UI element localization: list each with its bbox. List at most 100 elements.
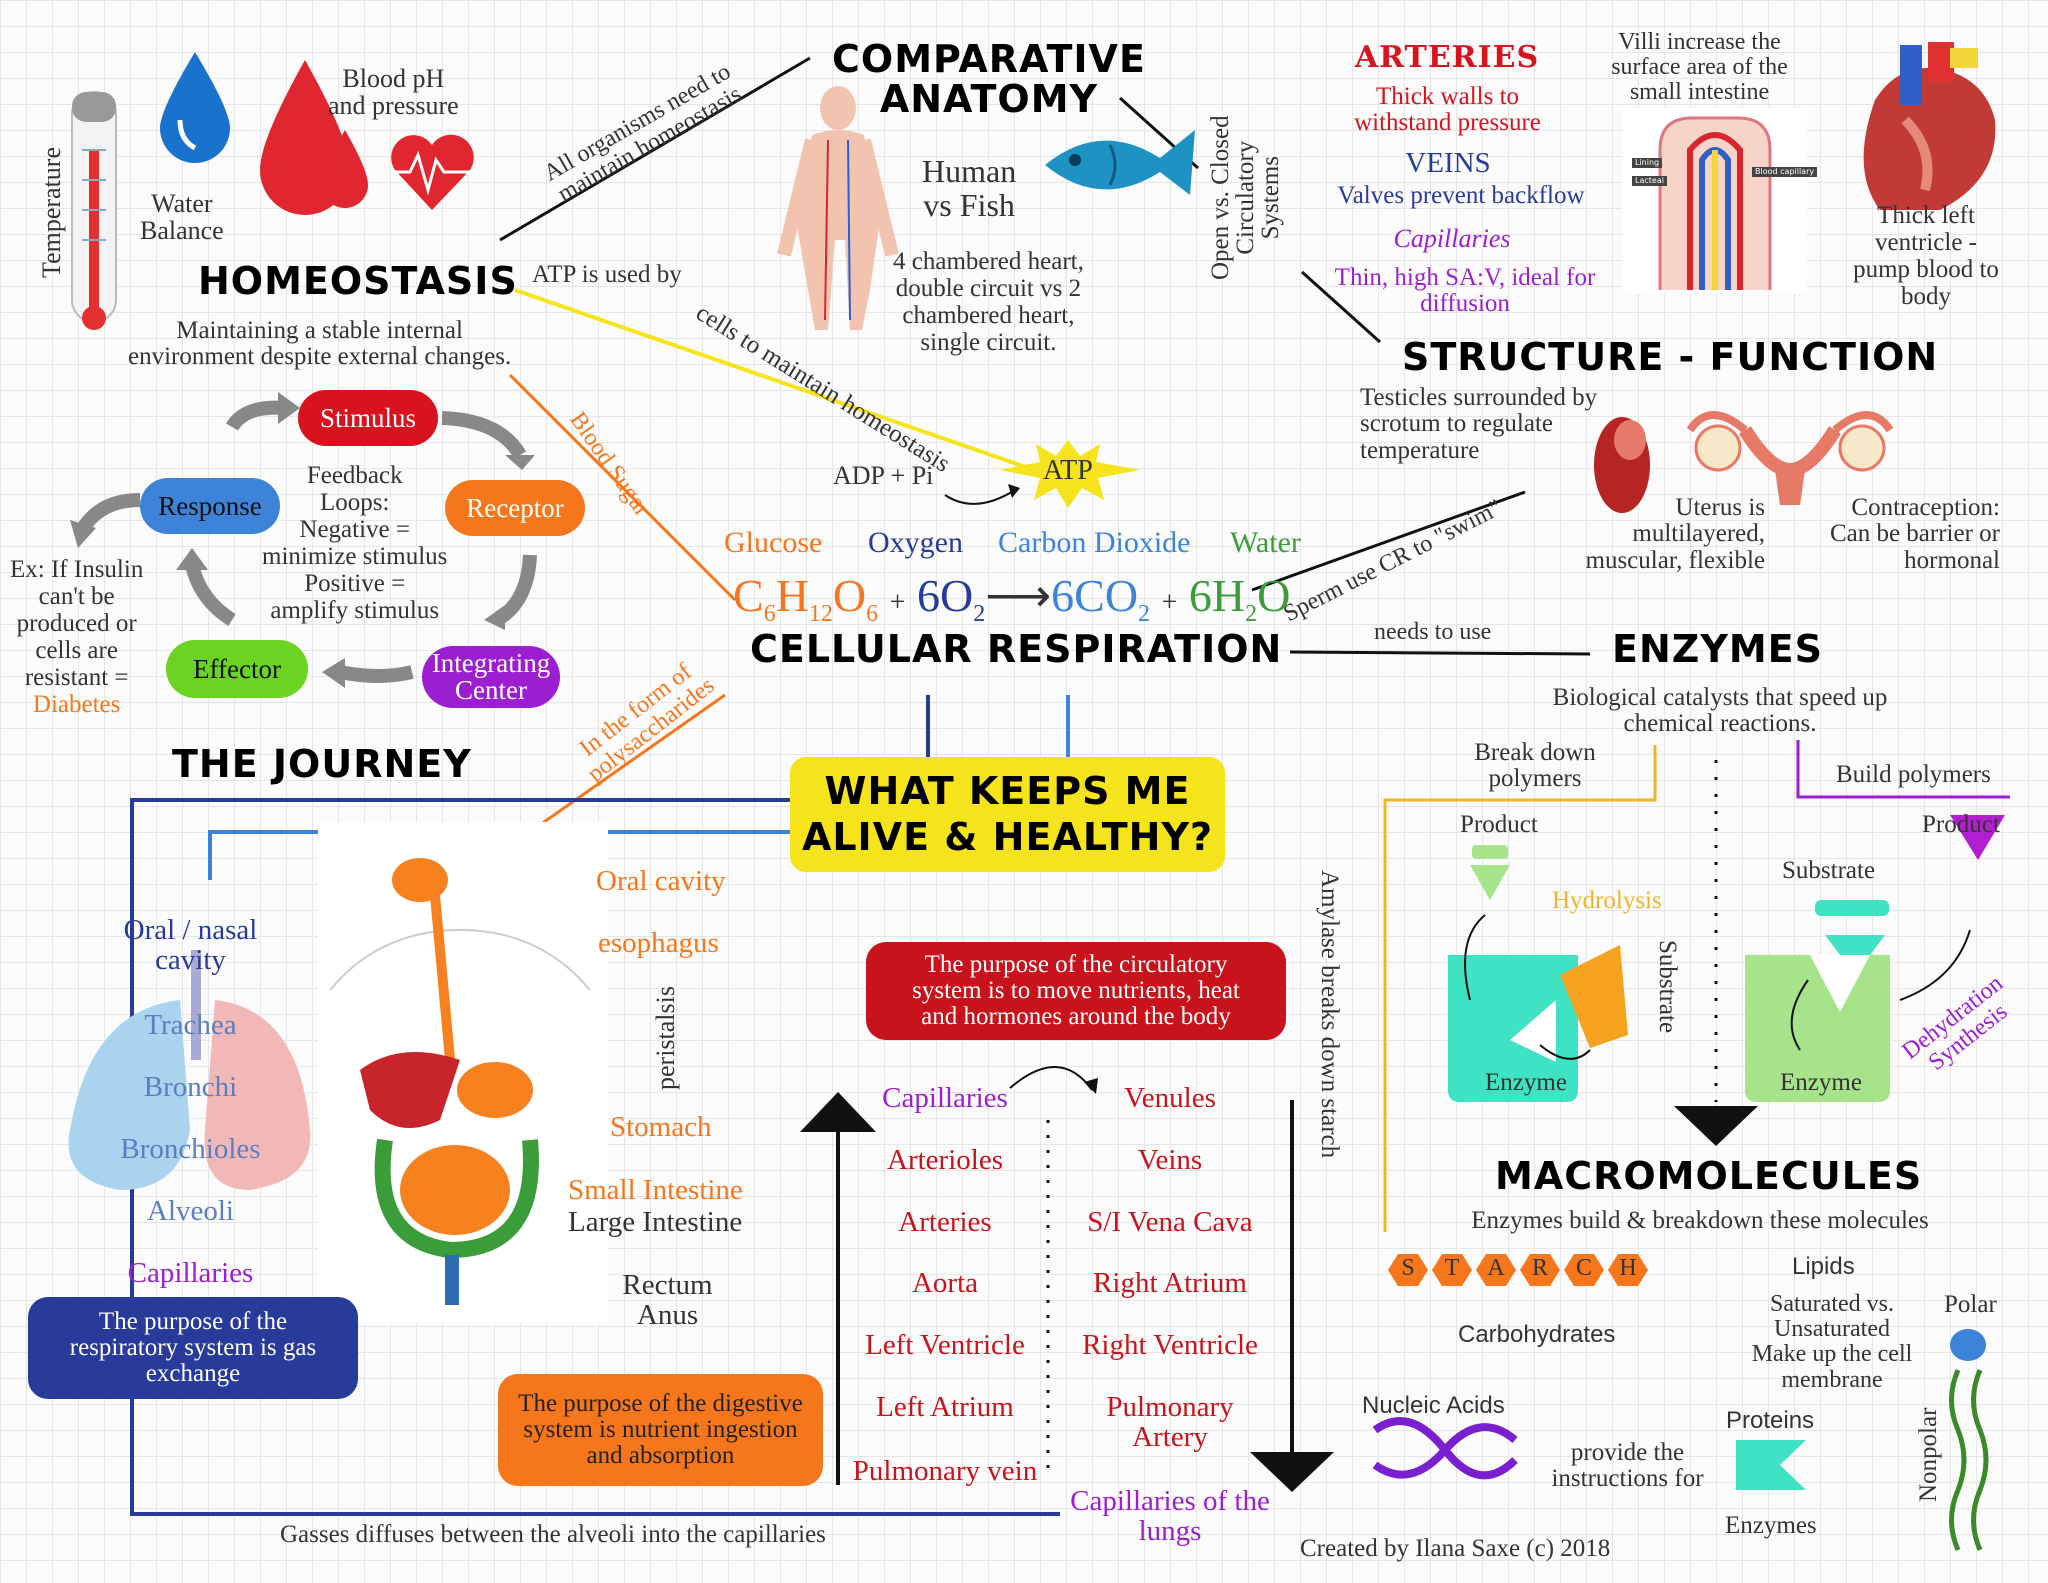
proteins-label: Proteins (1726, 1407, 1815, 1434)
arteries-title: ARTERIES (1354, 40, 1540, 75)
circ-capillaries: Capillaries (882, 1082, 1008, 1114)
circ-right-ventricle: Right Ventricle (1082, 1329, 1258, 1361)
credit-label: Created by Ilana Saxe (c) 2018 (1300, 1535, 1611, 1562)
effector-pill: Effector (166, 640, 308, 698)
circ-veins: Veins (1137, 1144, 1203, 1176)
digest-small-intestine: Small Intestine (568, 1174, 743, 1206)
circ-left-atrium: Left Atrium (876, 1391, 1014, 1423)
resp-bronchioles: Bronchioles (120, 1133, 261, 1165)
resp-bronchi: Bronchi (143, 1071, 238, 1103)
starch-c: C (1575, 1255, 1592, 1281)
nonpolar-label: Nonpolar (1915, 1407, 1942, 1502)
starch-s: S (1401, 1255, 1415, 1281)
circ-aorta: Aorta (911, 1267, 979, 1299)
product-left-label: Product (1460, 811, 1538, 838)
enzymes-title: ENZYMES (1612, 627, 1823, 671)
atp-used-by-label: ATP is used by (532, 261, 682, 288)
lipids-label: Lipids (1792, 1253, 1855, 1280)
resp-capillaries: Capillaries (127, 1257, 254, 1289)
starch-h: H (1619, 1255, 1637, 1281)
circ-arterioles: Arterioles (887, 1144, 1003, 1176)
co2-label: Carbon Dioxide (998, 526, 1191, 559)
circ-vena-cava: S/I Vena Cava (1087, 1206, 1253, 1238)
substrate-left-label: Substrate (1654, 940, 1681, 1034)
glucose-label: Glucose (724, 526, 823, 559)
digest-oral-cavity: Oral cavity (596, 865, 726, 897)
veins-desc: Valves prevent backflow (1337, 182, 1585, 209)
villi-lining-label: Lining (1632, 158, 1663, 169)
resp-alveoli: Alveoli (147, 1195, 234, 1227)
capillaries-title: Capillaries (1393, 224, 1511, 253)
water-label: Water (1230, 526, 1301, 559)
respiration-equation: C6H12O6 + 6O2⟶6CO2 + 6H2O (733, 570, 1291, 628)
resp-trachea: Trachea (144, 1009, 237, 1041)
journey-title: THE JOURNEY (172, 742, 472, 786)
macro-enzymes-label: Enzymes (1725, 1512, 1817, 1539)
hydrolysis-label: Hydrolysis (1552, 887, 1662, 914)
starch-r: R (1531, 1255, 1548, 1281)
digest-stomach: Stomach (610, 1111, 712, 1143)
circ-pulmonary-vein: Pulmonary vein (852, 1455, 1038, 1487)
carbohydrates-label: Carbohydrates (1458, 1321, 1616, 1348)
circ-right-atrium: Right Atrium (1093, 1267, 1247, 1299)
peristalsis-label: peristalsis (651, 986, 680, 1090)
veins-title: VEINS (1405, 147, 1491, 179)
digest-large-intestine: Large Intestine (568, 1206, 743, 1238)
villi-lacteal-label: Lacteal (1632, 176, 1667, 187)
temperature-label: Temperature (37, 147, 66, 278)
atp-label: ATP (1043, 455, 1093, 486)
circ-left-ventricle: Left Ventricle (865, 1329, 1025, 1361)
villi-capillary-label: Blood capillary (1752, 167, 1818, 178)
circ-venules: Venules (1124, 1082, 1216, 1114)
digest-esophagus: esophagus (598, 927, 719, 959)
starch-t: T (1444, 1255, 1460, 1281)
nucleic-acids-label: Nucleic Acids (1362, 1392, 1505, 1419)
receptor-pill: Receptor (445, 480, 585, 536)
starch-a: A (1487, 1255, 1505, 1281)
enzyme-right-label: Enzyme (1780, 1069, 1862, 1096)
needs-to-use-label: needs to use (1374, 619, 1492, 645)
gasses-diffuse-label: Gasses diffuses between the alveoli into… (280, 1521, 826, 1548)
build-polymers-label: Build polymers (1836, 761, 1991, 788)
amylase-label: Amylase breaks down starch (1316, 870, 1343, 1159)
polar-label: Polar (1944, 1291, 1997, 1318)
macro-description: Enzymes build & breakdown these molecule… (1471, 1207, 1929, 1234)
enzyme-left-label: Enzyme (1485, 1069, 1567, 1096)
product-right-label: Product (1922, 811, 2000, 838)
oxygen-label: Oxygen (868, 526, 963, 559)
structure-function-title: STRUCTURE - FUNCTION (1402, 335, 1939, 379)
substrate-right-label: Substrate (1782, 857, 1876, 884)
stimulus-pill: Stimulus (298, 390, 438, 446)
adp-label: ADP + Pi (833, 461, 934, 490)
homeostasis-title: HOMEOSTASIS (198, 259, 518, 303)
